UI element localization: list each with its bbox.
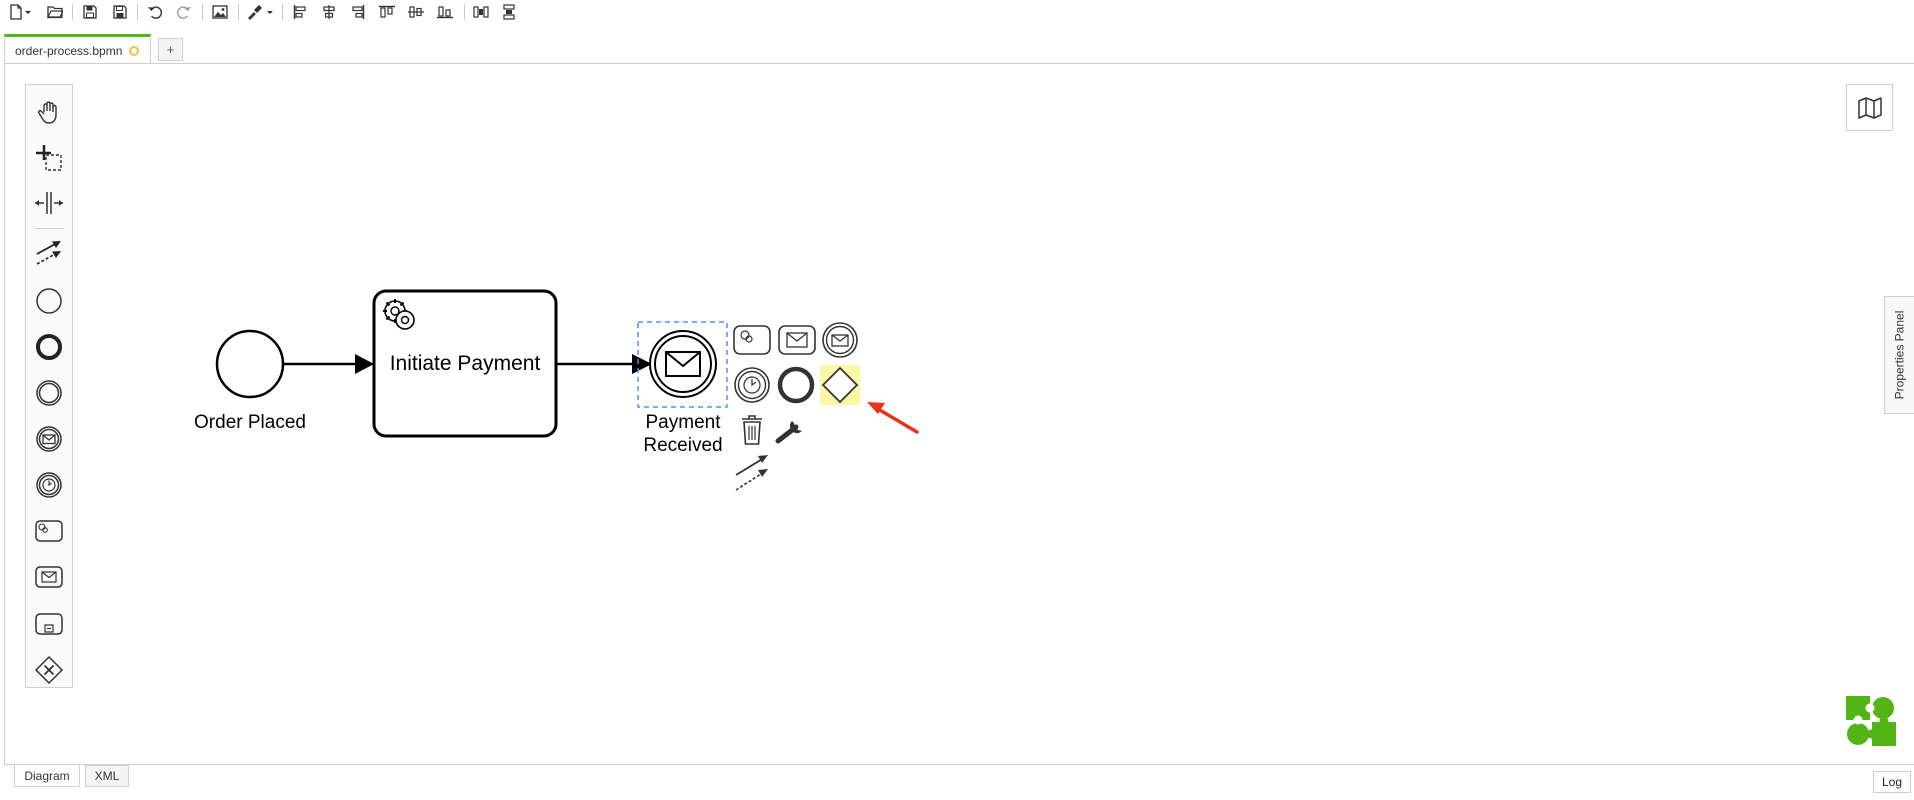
timer-event-icon[interactable]: [26, 464, 72, 506]
align-top-icon[interactable]: [378, 2, 396, 22]
start-event-label: Order Placed: [194, 412, 306, 433]
toolbar-separator: [282, 4, 283, 20]
lasso-tool-icon[interactable]: [26, 137, 72, 179]
tab-diagram[interactable]: Diagram: [14, 765, 80, 787]
save-as-icon[interactable]: [112, 2, 128, 22]
intermediate-event-icon[interactable]: [26, 372, 72, 414]
context-pad-timer-event[interactable]: [734, 367, 770, 403]
new-file-icon[interactable]: [8, 2, 34, 22]
unsaved-indicator-icon: [129, 45, 140, 56]
camunda-logo-icon: [1846, 696, 1896, 746]
catch-event-label-line2: Received: [643, 435, 722, 456]
toolbar-separator: [202, 4, 203, 20]
toolbar-separator: [72, 4, 73, 20]
add-tab-button[interactable]: +: [158, 38, 183, 61]
hand-tool-icon[interactable]: [26, 91, 72, 133]
context-pad-exclusive-gateway[interactable]: [820, 365, 860, 405]
start-event-icon[interactable]: [26, 280, 72, 322]
align-middle-icon[interactable]: [407, 2, 425, 22]
context-pad-message-catch-event[interactable]: [822, 322, 858, 358]
toolbar-separator: [137, 4, 138, 20]
minimap-toggle-button[interactable]: [1846, 84, 1893, 131]
service-task-icon[interactable]: [26, 510, 72, 552]
message-catch-event-payment-received[interactable]: [649, 330, 717, 398]
context-pad-service-task[interactable]: [733, 325, 771, 355]
file-tabs: order-process.bpmn: [0, 34, 1914, 64]
gear-icon: [383, 299, 415, 330]
trash-icon[interactable]: [742, 415, 762, 445]
selection-outline: [637, 321, 728, 408]
wrench-icon[interactable]: [775, 421, 802, 444]
align-right-icon[interactable]: [350, 2, 366, 22]
end-event-icon[interactable]: [26, 326, 72, 368]
align-left-icon[interactable]: [292, 2, 308, 22]
tool-palette: [25, 84, 73, 688]
color-picker-icon[interactable]: [246, 2, 274, 22]
palette-separator: [34, 228, 64, 229]
task-label: Initiate Payment: [390, 352, 541, 375]
message-event-icon[interactable]: [26, 418, 72, 460]
context-pad-send-task[interactable]: [778, 325, 816, 355]
toolbar: [0, 0, 1914, 26]
tab-label: order-process.bpmn: [15, 43, 123, 58]
align-bottom-icon[interactable]: [436, 2, 454, 22]
undo-icon[interactable]: [146, 2, 164, 22]
align-center-icon[interactable]: [321, 2, 337, 22]
sequence-flow-arrowhead: [632, 354, 652, 374]
tab-xml[interactable]: XML: [85, 765, 129, 787]
toolbar-separator: [464, 4, 465, 20]
connect-icon[interactable]: [735, 455, 768, 491]
annotation-arrow: [867, 402, 919, 434]
open-folder-icon[interactable]: [46, 2, 64, 22]
send-task-icon[interactable]: [26, 556, 72, 598]
sequence-flow-arrowhead: [355, 354, 374, 374]
map-icon: [1857, 96, 1882, 119]
context-pad: [733, 322, 860, 491]
distribute-vertical-icon[interactable]: [500, 2, 518, 22]
toolbar-separator: [238, 4, 239, 20]
properties-panel-toggle[interactable]: Properties Panel: [1884, 296, 1914, 414]
export-image-icon[interactable]: [211, 2, 229, 22]
global-connect-tool-icon[interactable]: [26, 231, 72, 273]
save-icon[interactable]: [82, 2, 98, 22]
context-pad-end-event[interactable]: [777, 366, 815, 404]
distribute-horizontal-icon[interactable]: [472, 2, 490, 22]
properties-panel-label: Properties Panel: [1892, 310, 1907, 400]
subprocess-icon[interactable]: [26, 603, 72, 645]
gateway-icon[interactable]: [26, 649, 72, 691]
diagram-canvas[interactable]: [4, 63, 1914, 765]
tab-order-process[interactable]: order-process.bpmn: [4, 34, 151, 64]
start-event-order-placed[interactable]: [215, 329, 285, 399]
catch-event-label-line1: Payment: [646, 412, 722, 433]
space-tool-icon[interactable]: [26, 182, 72, 224]
redo-icon[interactable]: [175, 2, 193, 22]
log-button[interactable]: Log: [1873, 771, 1911, 793]
